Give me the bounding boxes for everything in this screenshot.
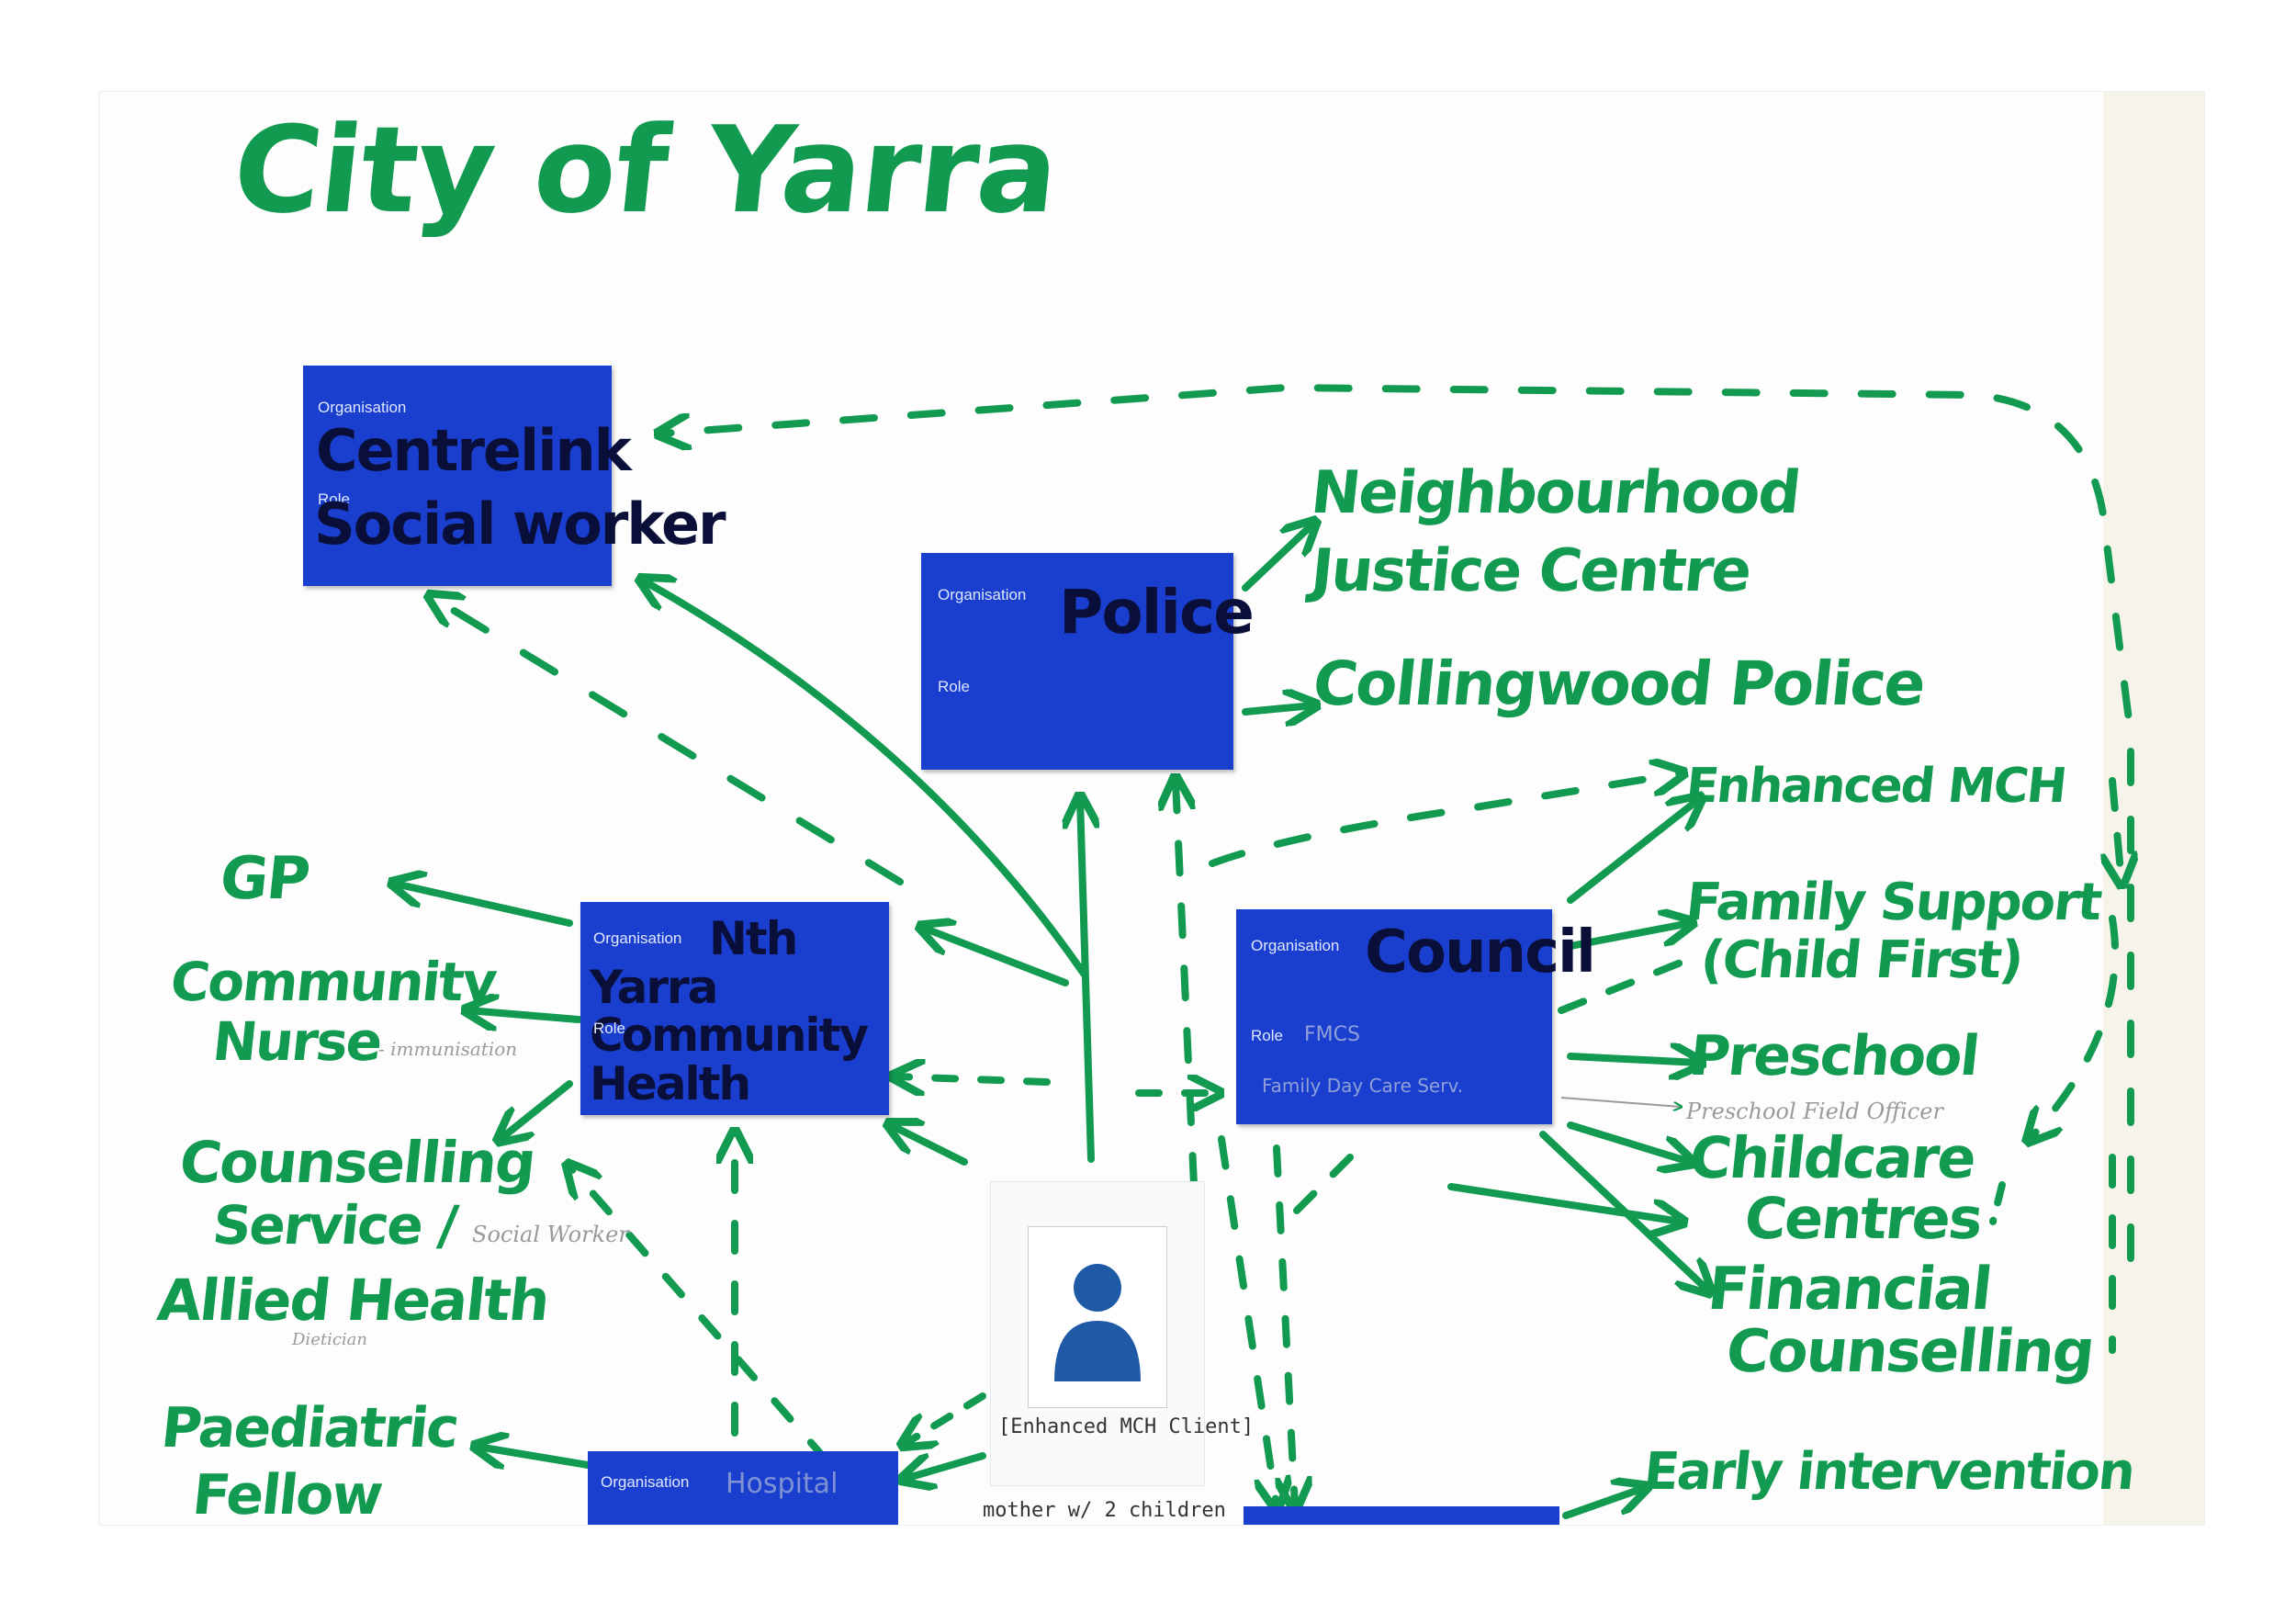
service-financial-line1: Financial	[1705, 1256, 1994, 1324]
service-collingwood-police: Collingwood Police	[1310, 648, 1928, 719]
card-organisation-label: Organisation	[1251, 937, 1340, 954]
service-financial-line2: Counselling	[1723, 1318, 2097, 1386]
service-preschool: Preschool	[1686, 1024, 1981, 1088]
person-icon	[1054, 1264, 1141, 1381]
card-role-extra: Family Day Care Serv.	[1262, 1075, 1464, 1097]
client-label: [Enhanced MCH Client]	[998, 1415, 1255, 1438]
card-bottom-partial	[1244, 1506, 1559, 1525]
card-organisation-label: Organisation	[601, 1473, 690, 1491]
service-family-support-line2: (Child First)	[1697, 930, 2025, 990]
service-allied-note: Dietician	[292, 1330, 367, 1349]
service-counselling-line2: Service /	[209, 1194, 460, 1257]
card-police: Organisation Police Role	[921, 553, 1255, 770]
service-preschool-note: Preschool Field Officer	[1686, 1099, 1943, 1124]
card-organisation-label: Organisation	[318, 399, 407, 416]
card-role-label: Role	[318, 490, 350, 508]
service-paediatric-line2: Fellow	[189, 1463, 385, 1527]
card-organisation-label: Organisation	[938, 586, 1027, 603]
service-allied-health: Allied Health	[154, 1267, 552, 1334]
service-neighbourhood-line1: Neighbourhood	[1308, 459, 1803, 527]
service-counselling-note: Social Worker	[472, 1222, 629, 1247]
card-organisation-value: Centrelink	[316, 417, 632, 484]
service-community-nurse-line2: Nurse	[209, 1010, 384, 1073]
client-card: [Enhanced MCH Client]	[990, 1181, 1254, 1486]
service-counselling-line1: Counselling	[176, 1129, 538, 1196]
service-neighbourhood-line2: Justice Centre	[1308, 537, 1754, 605]
client-photo	[1028, 1226, 1167, 1408]
service-early-intervention: Early intervention	[1640, 1442, 2137, 1502]
page-title: City of Yarra	[227, 100, 1065, 240]
card-role-label: Role	[1251, 1027, 1283, 1044]
service-family-support-line1: Family Support	[1683, 873, 2104, 932]
card-role-value: Social worker	[314, 490, 726, 558]
card-role-label: Role	[593, 1020, 625, 1037]
card-centrelink: Organisation Centrelink Role Social work…	[303, 366, 726, 586]
card-role-label: Role	[938, 678, 970, 695]
service-childcare-line1: Childcare	[1686, 1124, 1978, 1191]
card-community-health: Organisation Nth Yarra Community Health …	[580, 902, 889, 1115]
service-gp: GP	[217, 845, 312, 913]
service-enhanced-mch: Enhanced MCH	[1683, 759, 2068, 814]
card-organisation-value: Council	[1365, 919, 1596, 986]
card-organisation-label: Organisation	[593, 930, 682, 947]
card-role-value: FMCS	[1304, 1023, 1360, 1046]
client-below-note: mother w/ 2 children	[983, 1499, 1226, 1522]
card-council: Organisation Council Role FMCS Family Da…	[1236, 909, 1596, 1124]
poster-edge	[2103, 92, 2204, 1525]
card-hospital: Organisation Hospital	[588, 1451, 898, 1525]
card-organisation-value: Police	[1059, 577, 1255, 648]
card-organisation-value: Nth Yarra Community Health	[590, 912, 869, 1110]
service-paediatric-line1: Paediatric	[158, 1396, 461, 1460]
service-community-nurse-line1: Community	[167, 951, 499, 1013]
card-organisation-value: Hospital	[726, 1468, 838, 1500]
service-nurse-note: - immunisation	[378, 1038, 518, 1060]
service-childcare-line2: Centres	[1741, 1185, 1985, 1252]
